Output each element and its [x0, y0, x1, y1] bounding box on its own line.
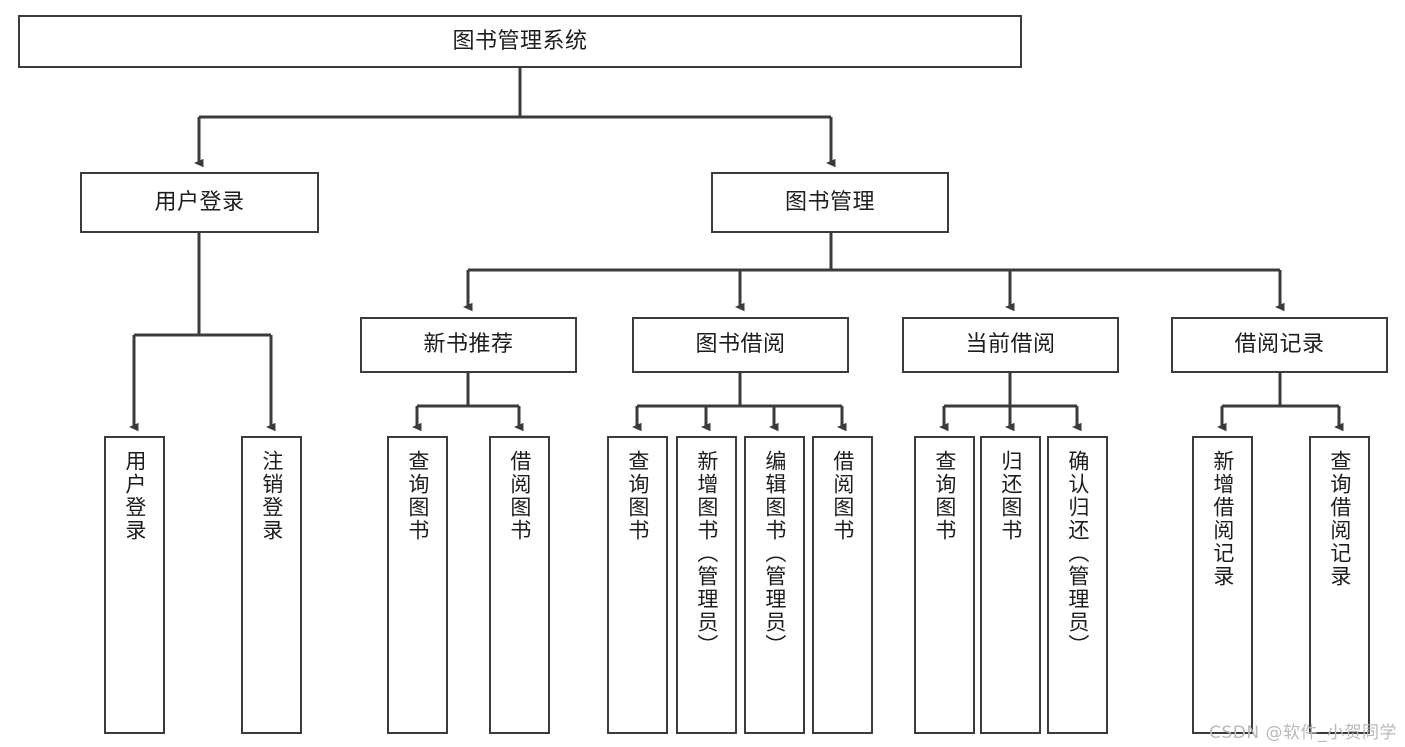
node-user-login[interactable]: 用户登录: [80, 172, 319, 233]
node-label: 查询图书: [932, 450, 957, 542]
node-label: 确认归还（管理员）: [1065, 450, 1090, 657]
node-leaf-confirm-return-admin[interactable]: 确认归还（管理员）: [1047, 436, 1108, 734]
node-leaf-add-book-admin[interactable]: 新增图书（管理员）: [676, 436, 737, 734]
node-borrow-record[interactable]: 借阅记录: [1171, 317, 1388, 373]
node-leaf-borrow-book-recommend[interactable]: 借阅图书: [489, 436, 550, 734]
node-leaf-user-login[interactable]: 用户登录: [104, 436, 165, 734]
node-leaf-query-borrow-record[interactable]: 查询借阅记录: [1309, 436, 1370, 734]
node-label: 查询图书: [625, 450, 650, 542]
node-new-book-recommend[interactable]: 新书推荐: [360, 317, 577, 373]
node-label: 编辑图书（管理员）: [762, 450, 787, 657]
node-label: 图书借阅: [695, 332, 786, 358]
node-label: 借阅图书: [830, 450, 855, 542]
node-leaf-borrow-book[interactable]: 借阅图书: [812, 436, 873, 734]
node-leaf-query-book-current[interactable]: 查询图书: [914, 436, 975, 734]
node-label: 用户登录: [122, 450, 147, 542]
node-label: 借阅记录: [1234, 332, 1325, 358]
node-leaf-query-book-borrow[interactable]: 查询图书: [607, 436, 668, 734]
node-book-management[interactable]: 图书管理: [711, 172, 949, 233]
node-leaf-logout[interactable]: 注销登录: [241, 436, 302, 734]
node-label: 归还图书: [998, 450, 1023, 542]
node-label: 当前借阅: [965, 332, 1056, 358]
node-current-borrow[interactable]: 当前借阅: [902, 317, 1119, 373]
node-label: 新书推荐: [423, 332, 514, 358]
node-label: 用户登录: [154, 189, 245, 215]
node-leaf-return-book[interactable]: 归还图书: [980, 436, 1041, 734]
node-book-borrow[interactable]: 图书借阅: [632, 317, 849, 373]
node-leaf-edit-book-admin[interactable]: 编辑图书（管理员）: [744, 436, 805, 734]
node-leaf-add-borrow-record[interactable]: 新增借阅记录: [1192, 436, 1253, 734]
node-label: 查询图书: [405, 450, 430, 542]
node-label: 新增图书（管理员）: [694, 450, 719, 657]
node-label: 新增借阅记录: [1210, 450, 1235, 588]
node-label: 图书管理: [784, 189, 875, 215]
node-leaf-query-book-recommend[interactable]: 查询图书: [387, 436, 448, 734]
node-label: 注销登录: [259, 450, 284, 542]
node-label: 查询借阅记录: [1327, 450, 1352, 588]
node-label: 借阅图书: [507, 450, 532, 542]
node-label: 图书管理系统: [452, 28, 588, 54]
node-root-book-management-system[interactable]: 图书管理系统: [18, 15, 1022, 68]
